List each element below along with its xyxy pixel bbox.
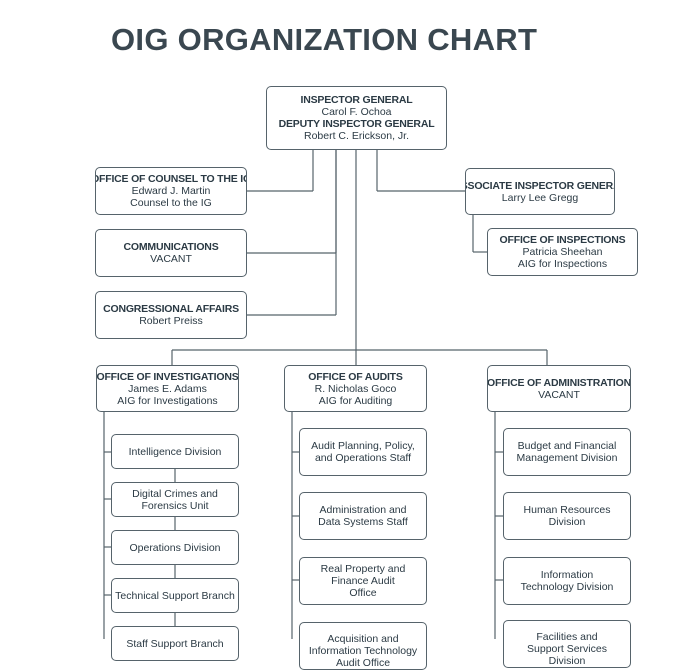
associate-inspector-general-box: ASSOCIATE INSPECTOR GENERAL Larry Lee Gr… (465, 168, 615, 215)
administration-data-systems-box: Administration and Data Systems Staff (299, 492, 427, 540)
office-of-audits-title: OFFICE OF AUDITS (308, 370, 403, 383)
operations-division-box: Operations Division (111, 530, 239, 565)
human-resources-division-label: Human Resources Division (523, 504, 611, 528)
congressional-affairs-title: CONGRESSIONAL AFFAIRS (103, 303, 239, 315)
inspector-general-title: INSPECTOR GENERAL (300, 94, 413, 106)
facilities-support-services-box: Facilities and Support Services Division (503, 620, 631, 668)
inspector-general-name: Carol F. Ochoa (321, 106, 392, 118)
real-property-finance-audit-box: Real Property and Finance Audit Office (299, 557, 427, 605)
page-title: OIG ORGANIZATION CHART (111, 22, 538, 57)
acquisition-it-audit-box: Acquisition and Information Technology A… (299, 622, 427, 670)
office-of-audits-role: AIG for Auditing (318, 394, 393, 407)
information-technology-division-box: Information Technology Division (503, 557, 631, 605)
counsel-box: OFFICE OF COUNSEL TO THE IG Edward J. Ma… (95, 167, 247, 215)
staff-support-branch-box: Staff Support Branch (111, 626, 239, 661)
connector-lines (103, 150, 548, 639)
real-property-finance-audit-label: Real Property and Finance Audit Office (320, 563, 406, 599)
office-of-audits-name: R. Nicholas Goco (314, 382, 397, 395)
communications-name: VACANT (150, 253, 192, 265)
office-of-inspections-title: OFFICE OF INSPECTIONS (499, 234, 626, 246)
office-of-inspections-box: OFFICE OF INSPECTIONS Patricia Sheehan A… (487, 228, 638, 276)
office-of-administration-title: OFFICE OF ADMINISTRATION (487, 376, 631, 389)
counsel-name: Edward J. Martin (131, 185, 211, 197)
audit-planning-policy-operations-label: Audit Planning, Policy, and Operations S… (311, 440, 415, 464)
budget-financial-management-label: Budget and Financial Management Division (516, 440, 618, 464)
office-of-administration-box: OFFICE OF ADMINISTRATION VACANT (487, 365, 631, 412)
office-of-administration-name: VACANT (538, 388, 580, 401)
inspector-general-box: INSPECTOR GENERAL Carol F. Ochoa DEPUTY … (266, 86, 447, 150)
administration-data-systems-label: Administration and Data Systems Staff (318, 504, 408, 528)
office-of-audits-box: OFFICE OF AUDITS R. Nicholas Goco AIG fo… (284, 365, 427, 412)
operations-division-label: Operations Division (129, 541, 221, 554)
human-resources-division-box: Human Resources Division (503, 492, 631, 540)
information-technology-division-label: Information Technology Division (520, 569, 614, 593)
technical-support-branch-label: Technical Support Branch (115, 589, 235, 602)
associate-inspector-general-title: ASSOCIATE INSPECTOR GENERAL (466, 179, 614, 192)
digital-crimes-forensics-unit-box: Digital Crimes and Forensics Unit (111, 482, 239, 517)
deputy-inspector-general-title: DEPUTY INSPECTOR GENERAL (278, 118, 435, 130)
intelligence-division-box: Intelligence Division (111, 434, 239, 469)
office-of-inspections-name: Patricia Sheehan (522, 246, 603, 258)
audit-planning-policy-operations-box: Audit Planning, Policy, and Operations S… (299, 428, 427, 476)
associate-inspector-general-name: Larry Lee Gregg (501, 191, 579, 204)
communications-title: COMMUNICATIONS (123, 241, 219, 253)
communications-box: COMMUNICATIONS VACANT (95, 229, 247, 277)
digital-crimes-forensics-unit-label: Digital Crimes and Forensics Unit (132, 487, 218, 512)
office-of-investigations-name: James E. Adams (128, 382, 207, 395)
acquisition-it-audit-label: Acquisition and Information Technology A… (308, 633, 418, 669)
staff-support-branch-label: Staff Support Branch (126, 637, 224, 650)
deputy-inspector-general-name: Robert C. Erickson, Jr. (303, 130, 410, 142)
congressional-affairs-name: Robert Preiss (139, 315, 203, 327)
intelligence-division-label: Intelligence Division (128, 445, 222, 458)
budget-financial-management-box: Budget and Financial Management Division (503, 428, 631, 476)
technical-support-branch-box: Technical Support Branch (111, 578, 239, 613)
facilities-support-services-label: Facilities and Support Services Division (527, 631, 607, 667)
office-of-investigations-role: AIG for Investigations (117, 394, 218, 407)
office-of-investigations-title: OFFICE OF INVESTIGATIONS (96, 370, 239, 383)
congressional-affairs-box: CONGRESSIONAL AFFAIRS Robert Preiss (95, 291, 247, 339)
office-of-inspections-role: AIG for Inspections (517, 258, 608, 270)
counsel-title: OFFICE OF COUNSEL TO THE IG (95, 173, 247, 185)
office-of-investigations-box: OFFICE OF INVESTIGATIONS James E. Adams … (96, 365, 239, 412)
counsel-role: Counsel to the IG (130, 197, 212, 209)
